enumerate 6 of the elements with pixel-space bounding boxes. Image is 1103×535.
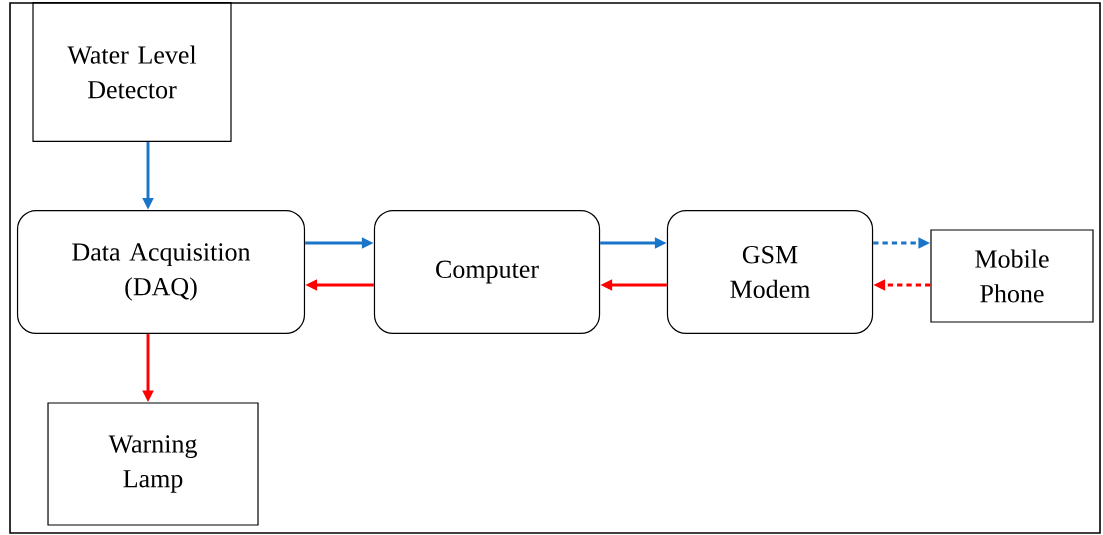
process-box: Warning Lamp bbox=[47, 402, 259, 526]
process-box: Water Level Detector bbox=[32, 1, 232, 143]
rounded-process-box: Computer bbox=[373, 209, 601, 335]
process-box: Mobile Phone bbox=[930, 229, 1094, 323]
rounded-process-box: Data Acquisition (DAQ) bbox=[16, 209, 306, 335]
rounded-process-box: GSM Modem bbox=[666, 209, 874, 335]
